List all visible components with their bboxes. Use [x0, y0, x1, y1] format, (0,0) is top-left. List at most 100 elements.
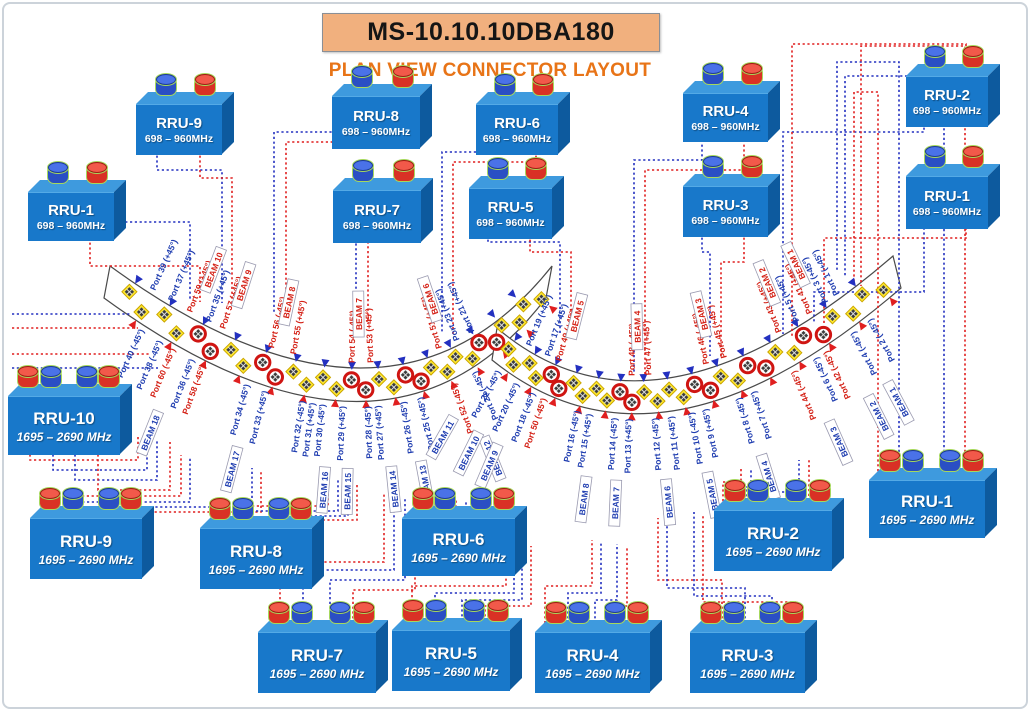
- connector-cap: [18, 366, 39, 377]
- rru-box-side-face: [988, 164, 1000, 228]
- blue-connector-icon: [426, 600, 447, 622]
- red-connector-icon: [392, 66, 413, 88]
- wire-blue: [633, 87, 703, 372]
- svg-text:Port 28 (-45°): Port 28 (-45°): [363, 406, 375, 459]
- rru-frequency: 1695 – 2690 MHz: [208, 562, 304, 577]
- wire-arrow: [763, 334, 771, 344]
- rru-box-front-face: RRU-7 698 – 960MHz: [333, 190, 421, 243]
- rru-box-top-face: [200, 516, 324, 528]
- rru-box-top-face: [332, 84, 432, 96]
- connector-port-red: [201, 342, 220, 360]
- wire-arrow: [770, 377, 778, 387]
- connector-port-yellow: [133, 303, 150, 321]
- red-connector-icon: [487, 600, 508, 622]
- wire-arrow: [486, 308, 496, 318]
- wire-arrow: [627, 412, 636, 421]
- wire-red: [853, 91, 879, 476]
- wire-arrow: [548, 397, 557, 407]
- red-connector-icon: [268, 602, 289, 624]
- beam-label-bottom: BEAM 3: [823, 418, 854, 466]
- rru-frequency: 1695 – 2690 MHz: [38, 552, 134, 567]
- rru-box-top-face: [714, 498, 844, 510]
- svg-text:BEAM 7: BEAM 7: [610, 487, 621, 520]
- blue-connector-icon: [568, 602, 589, 624]
- rru-box-side-face: [805, 620, 817, 692]
- rru-box-high-9: RRU-9 1695 – 2690 MHz: [30, 488, 142, 579]
- wire-arrow: [421, 349, 429, 359]
- connector-port-yellow: [422, 359, 440, 376]
- rru-box-low-6: RRU-6 698 – 960MHz: [476, 74, 558, 155]
- connector-port-red: [266, 368, 284, 386]
- blue-connector-icon: [435, 488, 456, 510]
- wire-arrow: [450, 380, 459, 390]
- blue-connector-icon: [495, 74, 516, 96]
- connector-cap: [700, 602, 721, 613]
- red-connector-icon: [700, 602, 721, 624]
- connector-cap: [292, 602, 313, 613]
- rru-box-high-6: RRU-6 1695 – 2690 MHz: [402, 488, 515, 576]
- connector-cap: [568, 602, 589, 613]
- connector-port-yellow: [447, 348, 464, 365]
- diagram-subtitle: PLAN VIEW CONNECTOR LAYOUT: [328, 60, 652, 81]
- port-label-bottom: Port 13 (+45°): [622, 418, 633, 473]
- wire-arrow: [507, 289, 517, 298]
- rru-box-high-5: RRU-5 1695 – 2690 MHz: [392, 600, 510, 691]
- connector-port-red: [757, 359, 775, 377]
- port-label-bottom: Port 44 (-45°): [789, 369, 819, 421]
- connector-cap: [962, 146, 983, 157]
- connector-cap: [962, 46, 983, 57]
- blue-connector-icon: [488, 158, 509, 180]
- red-connector-icon: [40, 488, 61, 510]
- svg-text:Port 53 (+45°): Port 53 (+45°): [363, 308, 375, 363]
- rru-box-front-face: RRU-2 1695 – 2690 MHz: [714, 510, 832, 571]
- connector-cap: [532, 74, 553, 85]
- red-connector-icon: [526, 158, 547, 180]
- blue-connector-icon: [98, 488, 119, 510]
- wire-arrow: [662, 371, 671, 380]
- red-connector-icon: [545, 602, 566, 624]
- red-connector-icon: [402, 600, 423, 622]
- rru-box-top-face: [28, 180, 126, 192]
- blue-connector-icon: [702, 156, 723, 178]
- beam-label-bottom: BEAM 6: [660, 478, 677, 526]
- wire-arrow: [859, 321, 868, 331]
- rru-box-top-face: [392, 618, 522, 630]
- wire-arrow: [686, 365, 694, 375]
- connector-cap: [526, 158, 547, 169]
- connector-port-yellow: [786, 344, 803, 362]
- blue-connector-icon: [702, 63, 723, 85]
- blue-connector-icon: [464, 600, 485, 622]
- red-connector-icon: [291, 498, 312, 520]
- red-connector-icon: [741, 156, 762, 178]
- port-label-bottom: Port 28 (-45°): [363, 406, 375, 459]
- rru-box-top-face: [683, 81, 780, 93]
- connector-port-red: [412, 372, 430, 390]
- rru-box-high-2: RRU-2 1695 – 2690 MHz: [714, 480, 832, 571]
- page-title: MS-10.10.10DBA180: [367, 18, 615, 46]
- connector-cap: [723, 602, 744, 613]
- rru-name: RRU-5: [487, 199, 534, 216]
- rru-box-side-face: [421, 178, 433, 242]
- rru-frequency: 698 – 960MHz: [912, 206, 982, 218]
- connector-cap: [412, 488, 433, 499]
- rru-box-front-face: RRU-5 1695 – 2690 MHz: [392, 630, 510, 691]
- rru-box-front-face: RRU-3 698 – 960MHz: [683, 186, 768, 237]
- connector-cap: [628, 602, 649, 613]
- connector-cap: [353, 602, 374, 613]
- svg-text:Port 13 (+45°): Port 13 (+45°): [622, 418, 633, 473]
- red-connector-icon: [195, 74, 216, 96]
- connector-cap: [87, 162, 108, 173]
- connector-cap: [210, 498, 231, 509]
- connector-port-yellow: [675, 388, 692, 406]
- wire-arrow: [575, 364, 583, 374]
- wire-arrow: [234, 331, 242, 341]
- wire-arrow: [740, 389, 749, 399]
- connector-port-yellow: [635, 383, 653, 401]
- rru-box-top-face: [402, 506, 527, 518]
- svg-text:BEAM 16: BEAM 16: [317, 471, 330, 509]
- rru-box-side-face: [988, 64, 1000, 126]
- connector-cap: [426, 600, 447, 611]
- rru-box-side-face: [832, 498, 844, 570]
- rru-box-front-face: RRU-9 698 – 960MHz: [136, 104, 222, 155]
